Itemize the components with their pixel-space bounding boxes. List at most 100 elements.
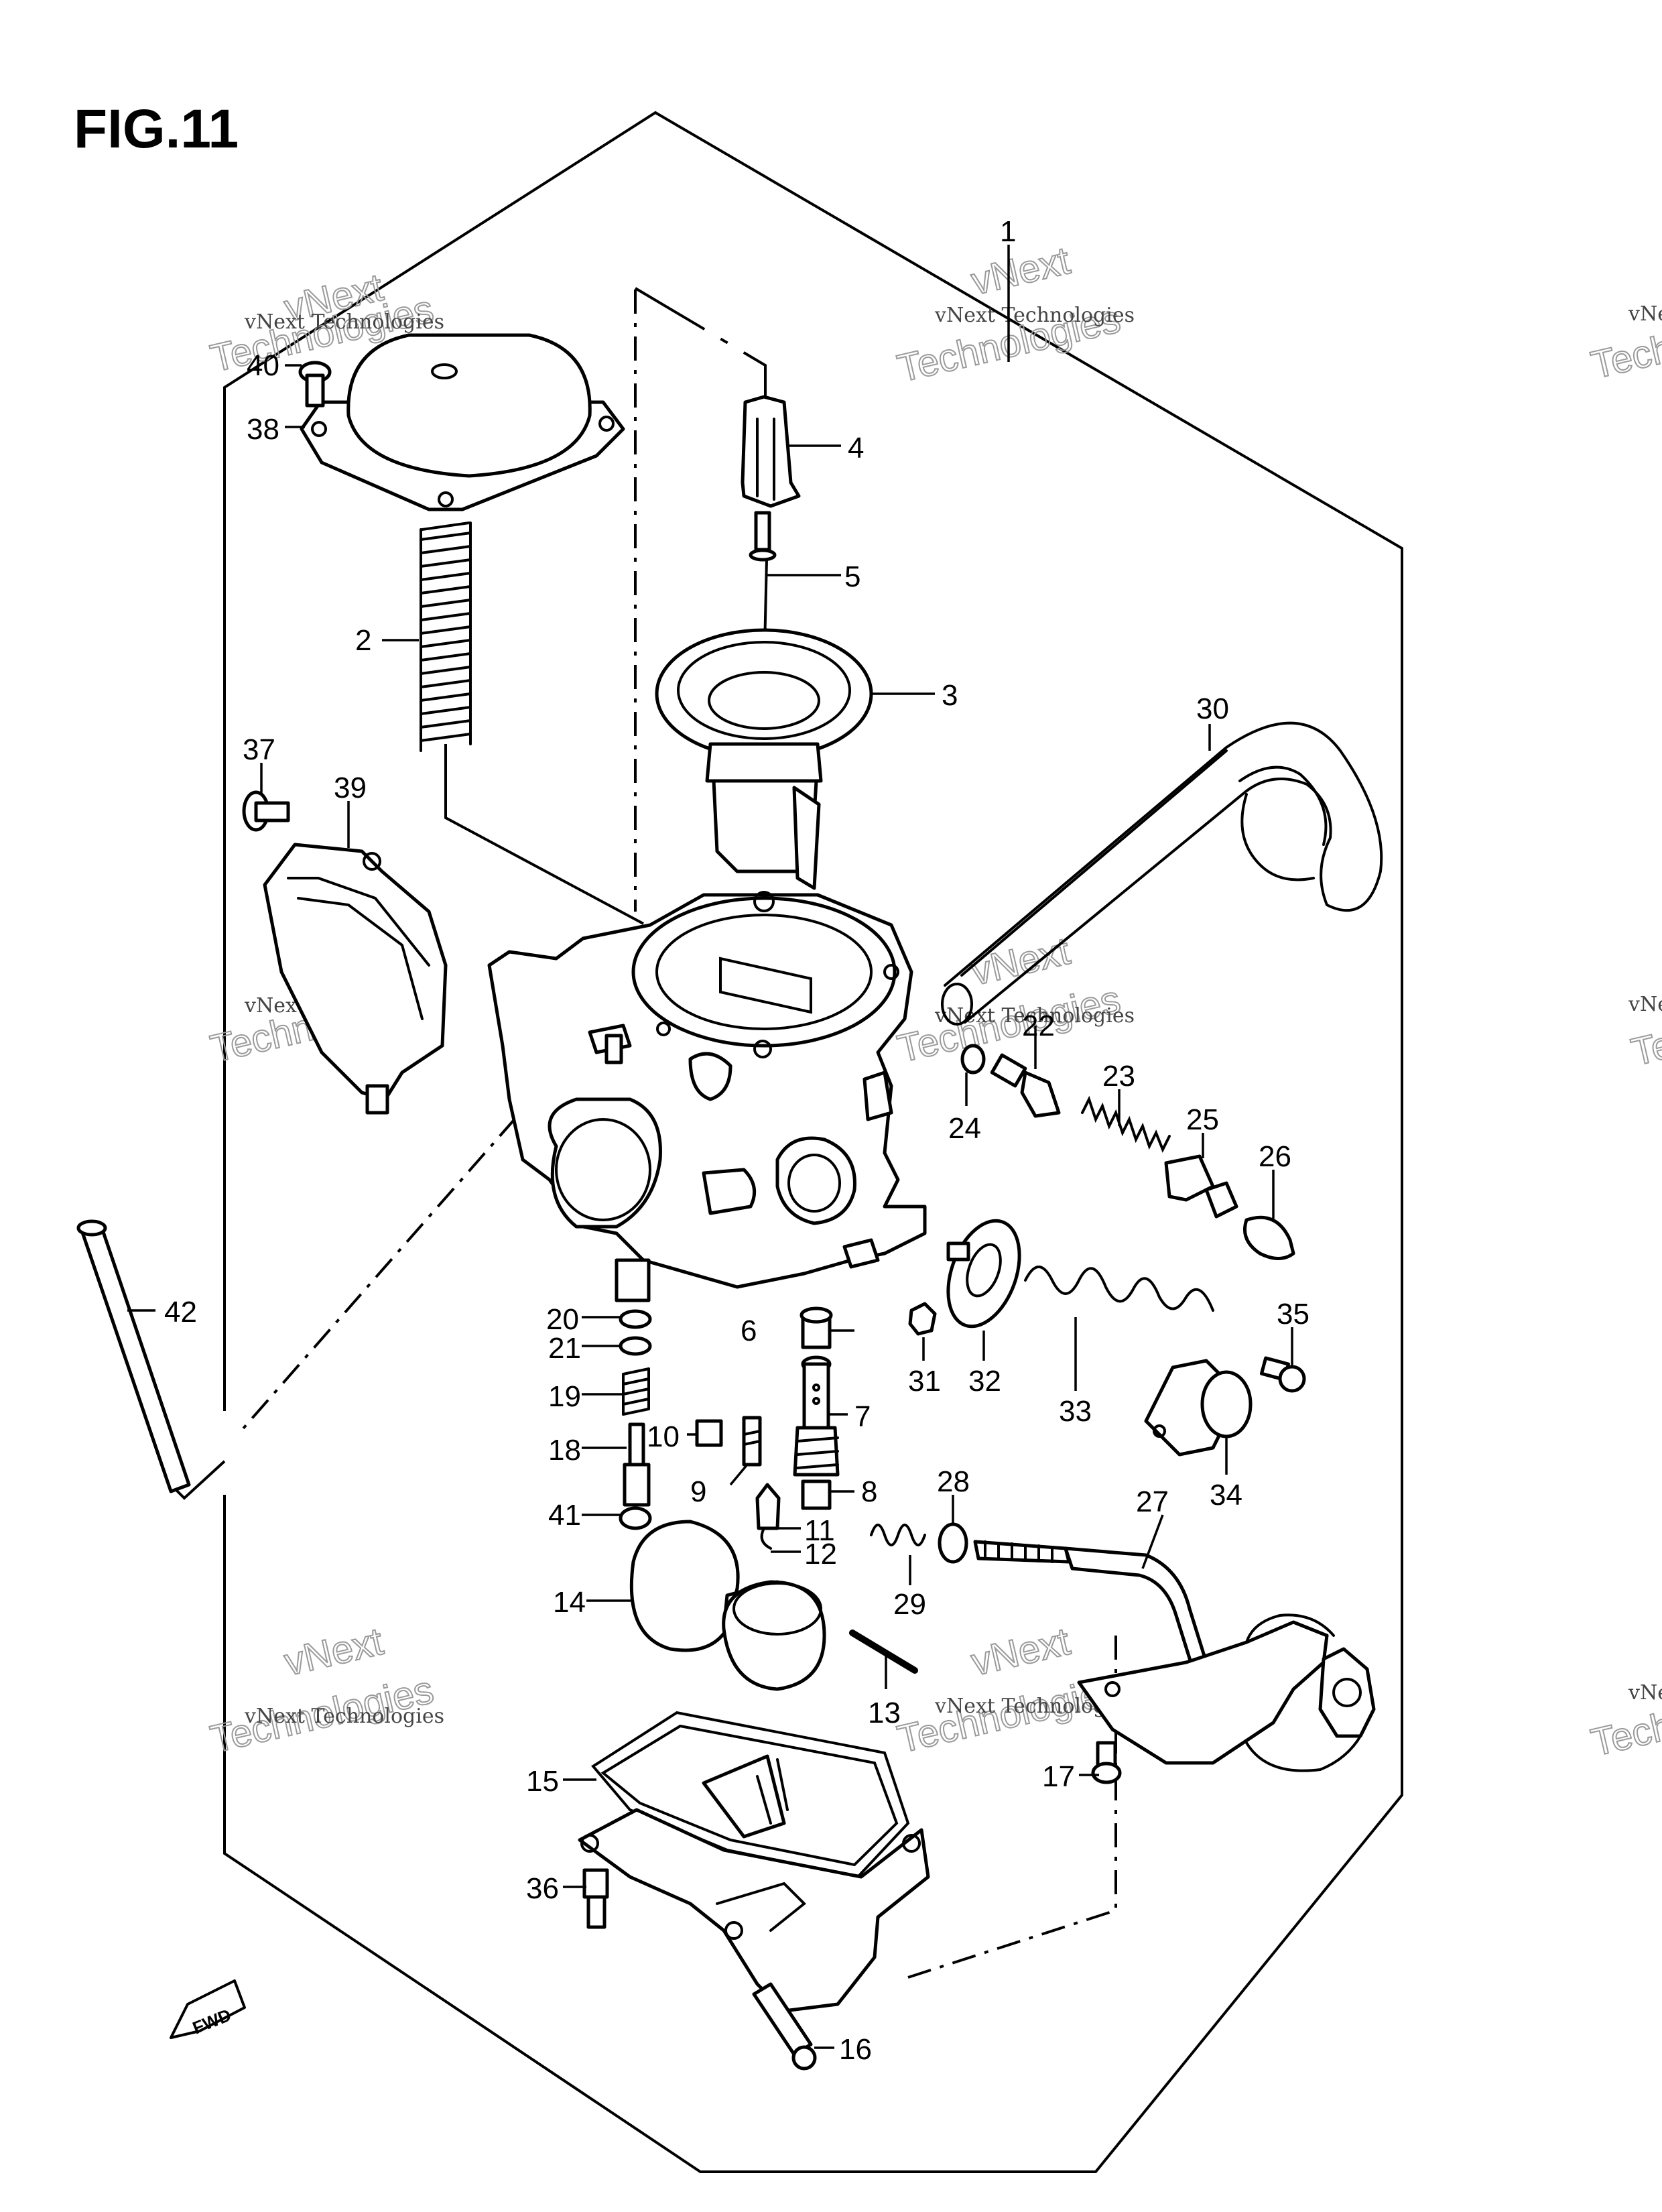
part-cap-41 xyxy=(619,1506,652,1530)
callout-22: 22 xyxy=(1022,1009,1055,1042)
callout-38: 38 xyxy=(247,413,279,446)
callout-35: 35 xyxy=(1277,1298,1309,1331)
callout-36: 36 xyxy=(526,1872,559,1905)
part-fitting-25 xyxy=(1164,1154,1238,1219)
svg-text:vNext: vNext xyxy=(967,1619,1074,1684)
callout-19: 19 xyxy=(548,1380,581,1413)
svg-text:vNext: vNext xyxy=(967,239,1074,304)
part-float-valve xyxy=(755,1483,781,1550)
part-cap-26 xyxy=(1243,1215,1295,1260)
part-screw-17 xyxy=(1091,1741,1122,1784)
callout-2: 2 xyxy=(355,624,371,657)
svg-text:vNext Technologies: vNext Technologies xyxy=(1628,302,1662,326)
callout-21: 21 xyxy=(548,1332,581,1365)
part-needle-holder xyxy=(741,395,801,508)
part-spring-29 xyxy=(870,1524,926,1546)
part-spring-23 xyxy=(1081,1095,1171,1153)
callout-20: 20 xyxy=(546,1303,579,1336)
svg-text:vNext Technologies: vNext Technologies xyxy=(1628,993,1662,1016)
callout-23: 23 xyxy=(1102,1060,1135,1093)
part-carburetor-body xyxy=(487,891,927,1302)
callout-18: 18 xyxy=(548,1434,581,1467)
part-drain-screw xyxy=(752,1982,817,2071)
callout-8: 8 xyxy=(861,1475,877,1508)
part-diaphragm-piston xyxy=(655,628,873,890)
part-needle-jet xyxy=(793,1355,840,1477)
callout-25: 25 xyxy=(1186,1103,1219,1136)
part-throttle-cover xyxy=(263,843,448,1115)
svg-text:vNext Technologies: vNext Technologies xyxy=(244,310,444,334)
callout-32: 32 xyxy=(968,1365,1001,1398)
dashed-guide-top xyxy=(634,287,767,409)
callout-15: 15 xyxy=(526,1765,559,1798)
callout-numbers: 1 2 3 4 5 6 7 8 9 10 11 12 13 14 15 16 1… xyxy=(164,215,1309,2066)
callout-10: 10 xyxy=(647,1420,680,1453)
part-float-pin xyxy=(849,1630,918,1674)
part-o-ring-24 xyxy=(960,1044,986,1074)
part-vent-hose xyxy=(941,721,1383,1026)
part-spring-33 xyxy=(1024,1266,1214,1312)
callout-13: 13 xyxy=(868,1697,901,1729)
part-float-bowl xyxy=(578,1754,930,2013)
part-top-cap xyxy=(300,333,625,511)
part-screw-36 xyxy=(582,1868,609,1929)
callout-40: 40 xyxy=(247,349,279,382)
callout-6: 6 xyxy=(741,1314,757,1347)
svg-text:vNext Technologies: vNext Technologies xyxy=(934,304,1135,327)
part-cap-screw xyxy=(298,361,332,408)
callout-9: 9 xyxy=(690,1475,706,1508)
callout-37: 37 xyxy=(243,733,275,766)
callout-42: 42 xyxy=(164,1296,197,1329)
callout-3: 3 xyxy=(942,679,958,712)
guide-spring xyxy=(444,744,644,925)
svg-text:vNext: vNext xyxy=(967,929,1074,994)
callout-26: 26 xyxy=(1259,1140,1291,1173)
svg-text:vNext Technologies: vNext Technologies xyxy=(244,1705,444,1728)
part-screw-37 xyxy=(242,790,290,832)
part-pilot-screw xyxy=(990,1053,1061,1118)
part-jet-10 xyxy=(695,1419,723,1447)
callout-24: 24 xyxy=(948,1112,981,1145)
fwd-arrow-icon: FWD xyxy=(170,1979,246,2039)
part-washer-20 xyxy=(619,1309,652,1329)
callout-4: 4 xyxy=(848,432,864,465)
callout-34: 34 xyxy=(1210,1479,1242,1512)
part-spring-2 xyxy=(420,521,472,752)
svg-text:vNext Technologies: vNext Technologies xyxy=(1628,1681,1662,1705)
part-accelerator-cover xyxy=(1144,1359,1253,1457)
part-jet-9 xyxy=(742,1416,762,1467)
leader-lines xyxy=(127,245,1293,2049)
part-jet-needle xyxy=(749,511,777,678)
part-drain-tube xyxy=(76,1219,191,1493)
callout-38-39: 39 xyxy=(334,772,367,804)
figure-title: FIG.11 xyxy=(74,99,239,160)
callout-1: 1 xyxy=(1000,215,1016,248)
callout-27: 27 xyxy=(1136,1485,1169,1518)
part-washer-28 xyxy=(938,1522,968,1564)
callout-29: 29 xyxy=(893,1588,926,1621)
callout-41: 41 xyxy=(548,1499,581,1532)
part-main-jet xyxy=(801,1479,832,1510)
part-choke-plunger xyxy=(973,1540,1376,1772)
callout-11: 11 xyxy=(804,1514,835,1547)
callout-7: 7 xyxy=(854,1400,871,1433)
part-screw-35 xyxy=(1259,1356,1306,1393)
callout-17: 17 xyxy=(1042,1760,1075,1793)
svg-text:vNext: vNext xyxy=(280,1619,387,1684)
part-jet-6 xyxy=(800,1306,833,1349)
part-accelerator-diaphragm xyxy=(946,1219,1021,1329)
callout-30: 30 xyxy=(1196,692,1229,725)
callout-31: 31 xyxy=(908,1365,941,1398)
part-seal-31 xyxy=(908,1302,937,1336)
callout-28: 28 xyxy=(937,1465,970,1498)
part-spring-19 xyxy=(622,1367,650,1416)
part-washer-21 xyxy=(619,1336,652,1356)
callout-33: 33 xyxy=(1059,1395,1092,1428)
callout-14: 14 xyxy=(553,1586,586,1619)
part-screw-18 xyxy=(623,1422,651,1507)
callout-16: 16 xyxy=(839,2033,872,2066)
callout-5: 5 xyxy=(844,560,860,593)
callout-12: 12 xyxy=(804,1538,837,1571)
part-float xyxy=(629,1520,826,1691)
